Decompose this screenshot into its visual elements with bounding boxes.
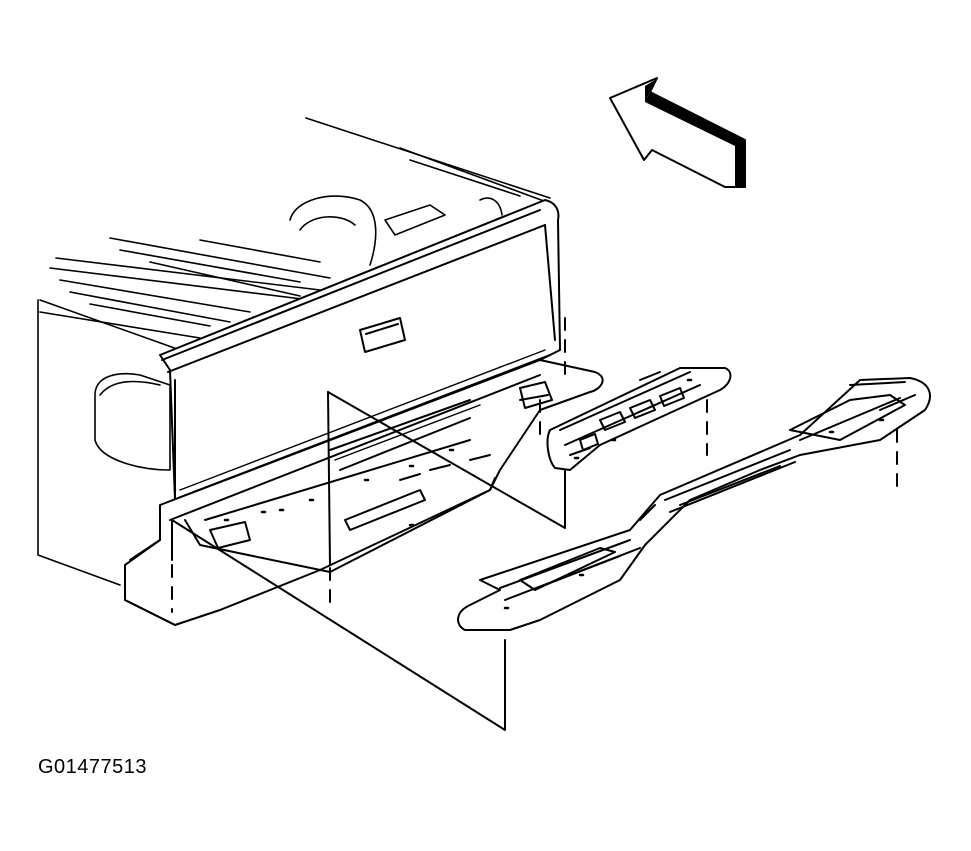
rear-bumper xyxy=(124,359,604,626)
tailgate-handle xyxy=(359,317,406,353)
alignment-dashed-lines xyxy=(171,317,898,613)
lower-step-pad xyxy=(457,377,931,631)
bumper-bolt-holes xyxy=(223,448,455,527)
callout-leader-lines xyxy=(171,391,566,731)
figure-id-label: G01477513 xyxy=(38,756,148,778)
upper-step-bracket xyxy=(546,367,732,471)
truck-bed xyxy=(37,117,553,586)
forward-arrow-icon xyxy=(609,77,746,188)
